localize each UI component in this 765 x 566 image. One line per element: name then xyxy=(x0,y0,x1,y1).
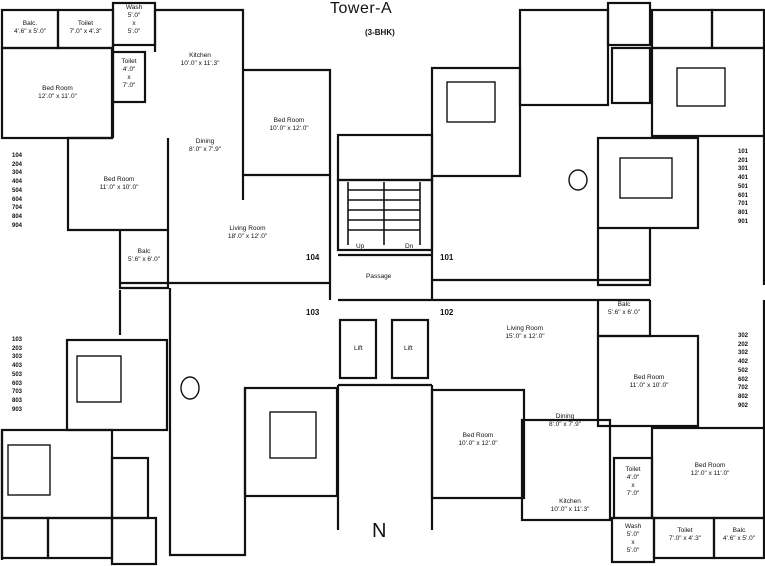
flat-number-104: 104 xyxy=(306,253,320,262)
north-marker: N xyxy=(372,520,387,542)
room-label: Balc.4'.6" x 5'.0" xyxy=(13,20,47,35)
page-subtitle: (3-BHK) xyxy=(365,28,395,37)
flat-number-103: 103 xyxy=(306,308,320,317)
flat-number-101: 101 xyxy=(440,253,454,262)
lift-left-label: Lift xyxy=(354,345,363,352)
lift-right-label: Lift xyxy=(404,345,413,352)
passage-label: Passage xyxy=(366,273,392,280)
page-title: Tower-A xyxy=(330,0,393,17)
stair-up-label: Up xyxy=(356,243,365,250)
flat-number-102: 102 xyxy=(440,308,454,317)
stair-down-label: Dn xyxy=(405,243,414,250)
